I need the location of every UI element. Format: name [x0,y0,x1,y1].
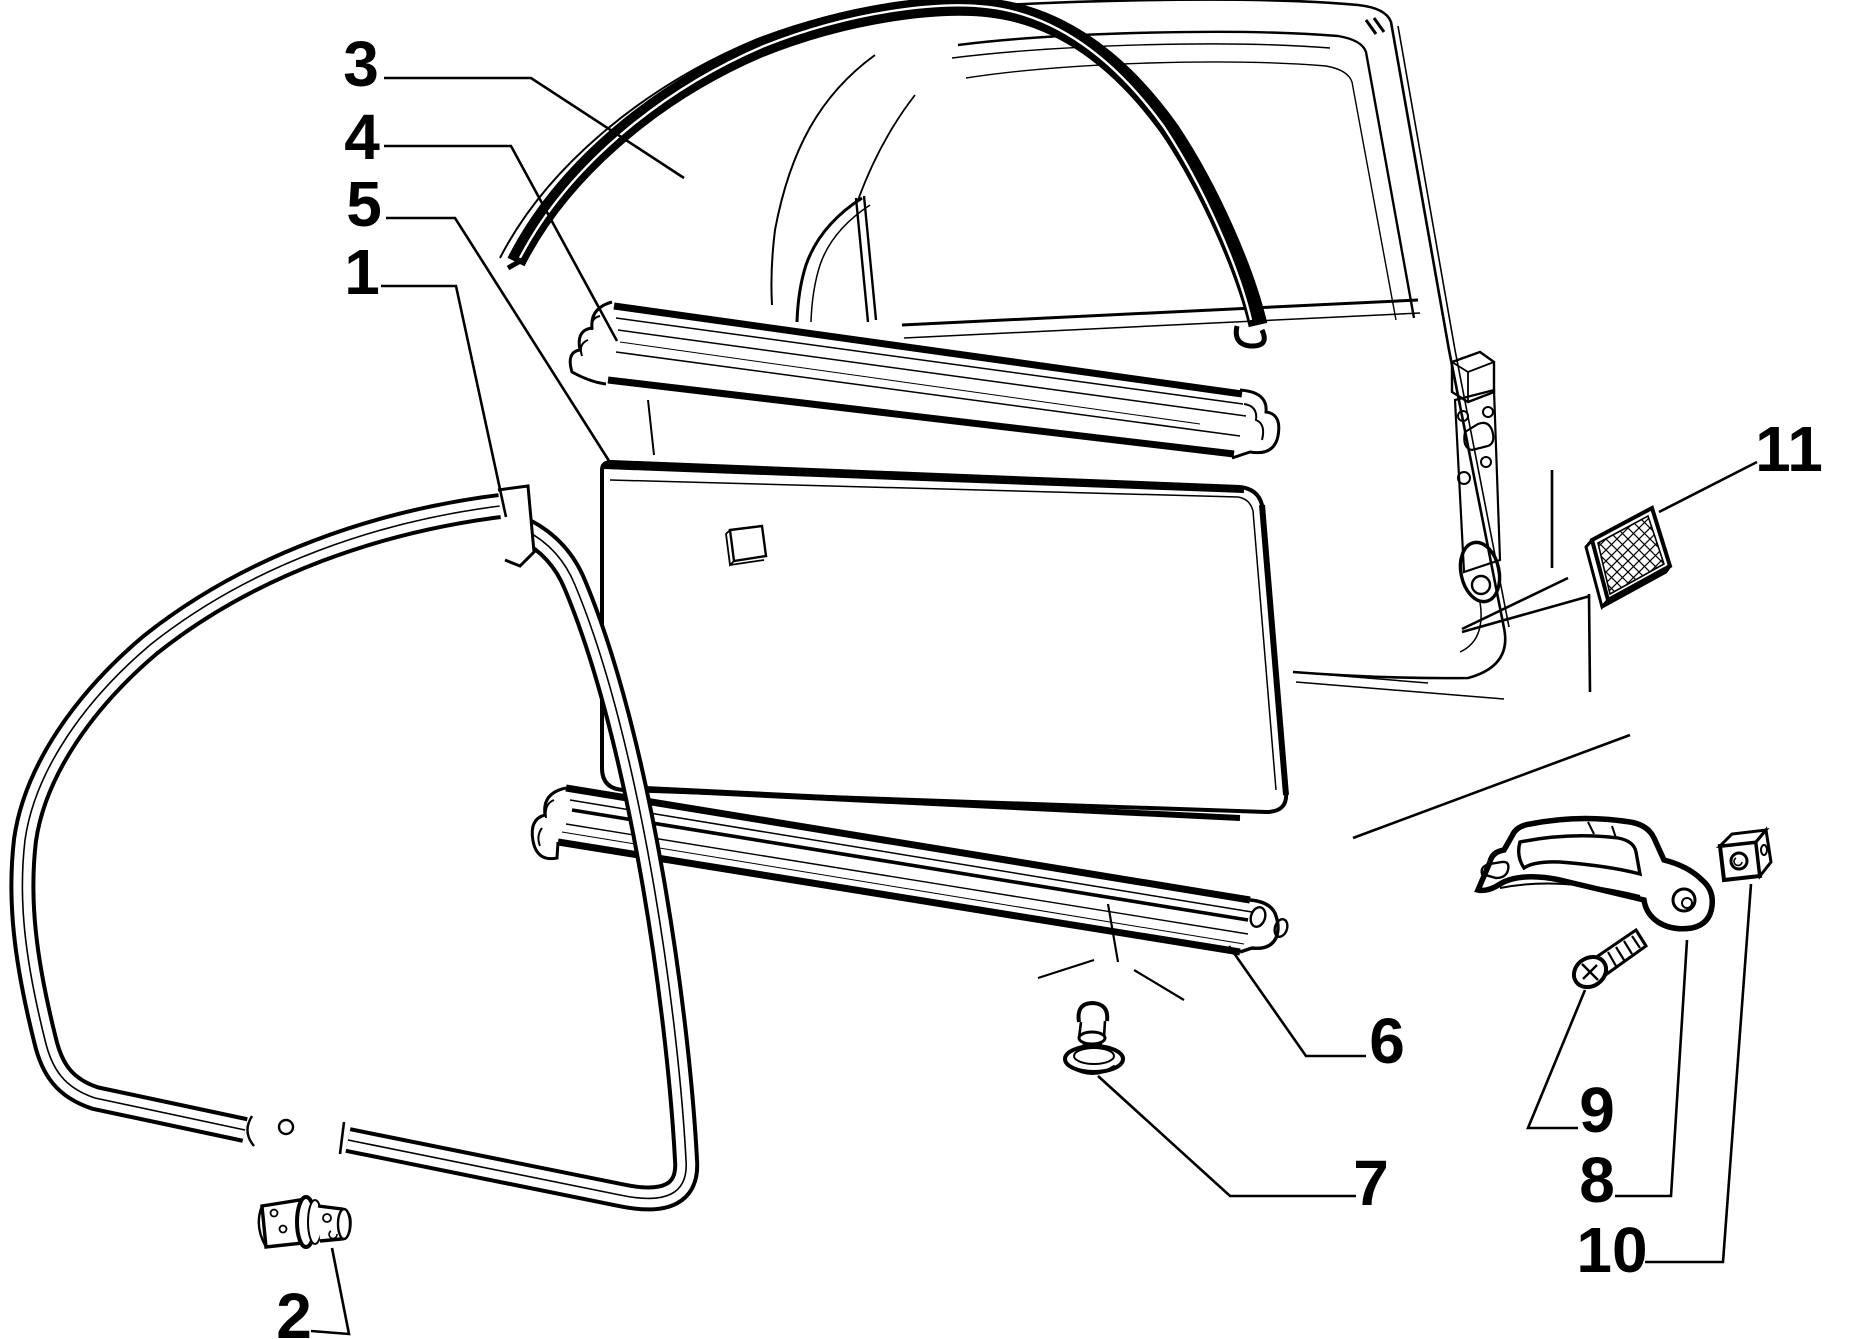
callout-leader-8 [1615,939,1689,1198]
joiner-plug-part2 [257,1195,352,1249]
screw-part9 [1571,927,1649,990]
callout-leader-9 [1526,989,1587,1130]
callout-label-10-clip-nut[interactable]: 10 [1576,1214,1647,1286]
clip-nut-part10 [1715,826,1773,883]
callout-label-7-fastener-grommet-clip[interactable]: 7 [1353,1147,1389,1219]
upper-strip-part4 [568,300,1281,460]
callout-leader-6 [1227,945,1366,1058]
callout-leader-10 [1645,883,1753,1264]
weatherstrip-part1 [9,484,700,1212]
door-shell [647,0,1510,700]
callout-leader-7 [1097,1075,1356,1198]
callout-label-6-lower-glass-run-channel-strip[interactable]: 6 [1369,1005,1405,1077]
callout-leader-3 [384,76,685,180]
panel-tab [725,524,768,567]
door-latch-plate [1450,350,1502,653]
callout-label-3-window-frame-outer-seal[interactable]: 3 [343,28,379,100]
window-frame-seal-part3 [499,0,1268,349]
callout-leader-5 [386,216,613,465]
callout-layer: 1 2 345 6 7 89 10 11 [276,28,1823,1339]
callout-label-8-mounting-bracket[interactable]: 8 [1579,1144,1615,1216]
callout-label-5-door-glass-panel[interactable]: 5 [346,168,382,240]
callout-leader-4 [384,144,619,342]
callout-label-2-seal-joint-connector-plug[interactable]: 2 [276,1280,312,1339]
grommet-clip-part7 [1063,1000,1125,1075]
callout-label-11-reflector[interactable]: 11 [1755,413,1823,485]
callout-leader-11 [1658,460,1758,514]
callout-label-9-self-tapping-screw[interactable]: 9 [1579,1074,1615,1146]
door-panel-part5 [600,459,1289,821]
lower-strip-part6 [530,784,1289,956]
callout-label-4-upper-glass-run-channel-strip[interactable]: 4 [344,101,380,173]
callout-leader-1 [381,284,508,518]
callout-leader-2 [310,1247,351,1336]
reflector-part11 [1584,505,1673,611]
mounting-bracket-part8 [1474,815,1716,932]
pointer-marks [1037,470,1631,1001]
callout-label-1-window-opening-weatherstrip-seal[interactable]: 1 [344,236,380,308]
